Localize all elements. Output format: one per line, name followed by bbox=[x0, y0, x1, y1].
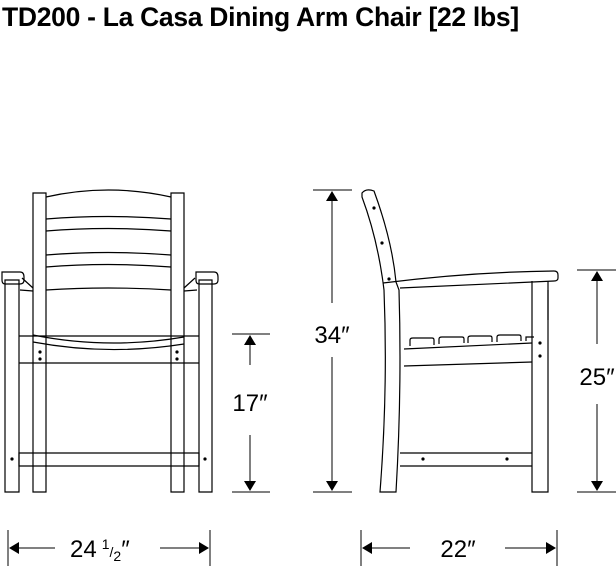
seat-height-label: 17″ bbox=[232, 390, 268, 417]
depth-label: 22″ bbox=[440, 536, 476, 563]
page-title: TD200 - La Casa Dining Arm Chair [22 lbs… bbox=[2, 2, 519, 32]
front-view bbox=[1, 189, 219, 493]
arm-height-label: 25″ bbox=[579, 364, 615, 391]
side-view bbox=[361, 189, 559, 493]
dimension-seat-height: 17″ bbox=[232, 333, 270, 493]
dimension-depth: 22″ bbox=[360, 530, 558, 566]
dimension-arm-height: 25″ bbox=[577, 269, 616, 493]
dimension-overall-height: 34″ bbox=[313, 189, 352, 493]
overall-height-label: 34″ bbox=[314, 322, 350, 349]
